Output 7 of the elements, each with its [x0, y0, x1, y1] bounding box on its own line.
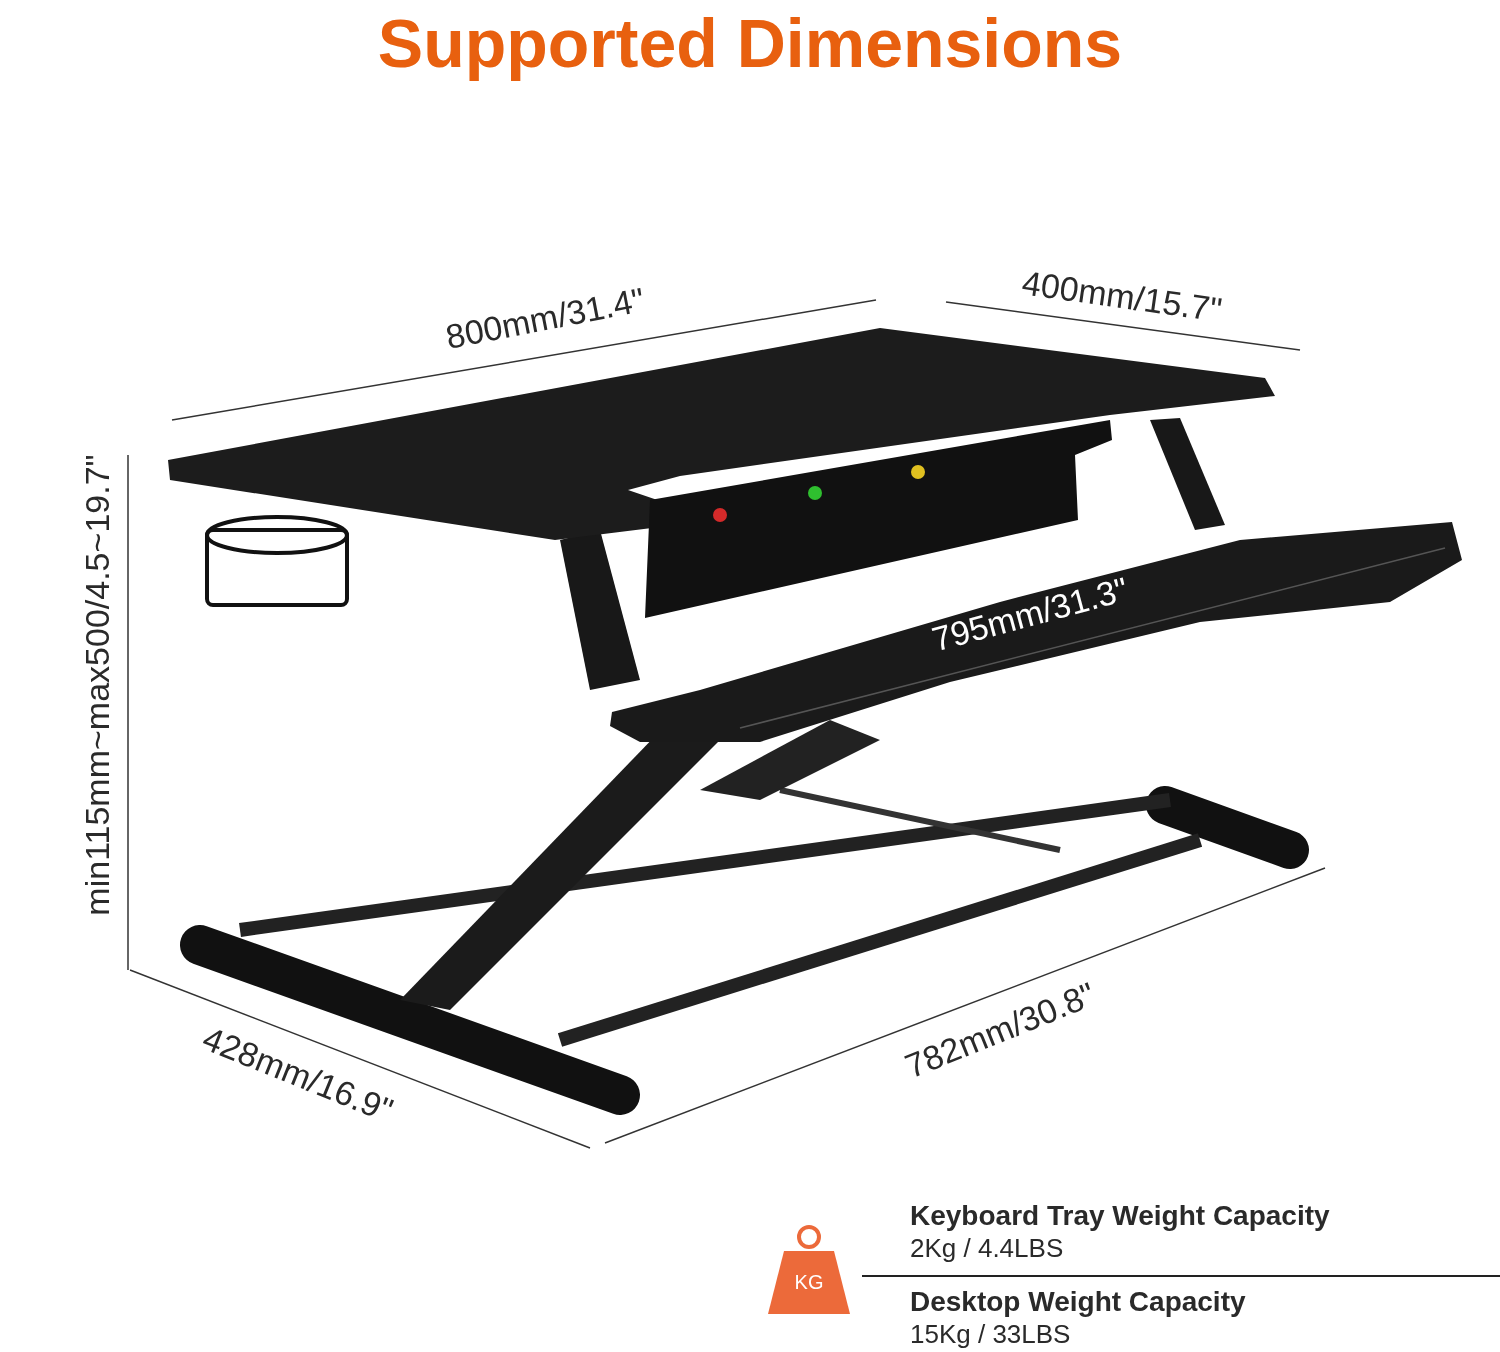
dimension-label: min115mm~max500/4.5~19.7"	[80, 454, 114, 916]
capacity-value: 2Kg / 4.4LBS	[910, 1232, 1064, 1265]
capacity-heading: Desktop Weight Capacity	[910, 1285, 1246, 1319]
title: Supported Dimensions	[376, 4, 1124, 83]
dimension-label: 400mm/15.7"	[1020, 265, 1224, 327]
capacity-heading: Keyboard Tray Weight Capacity	[910, 1199, 1330, 1233]
capacity-value: 15Kg / 33LBS	[910, 1318, 1071, 1351]
